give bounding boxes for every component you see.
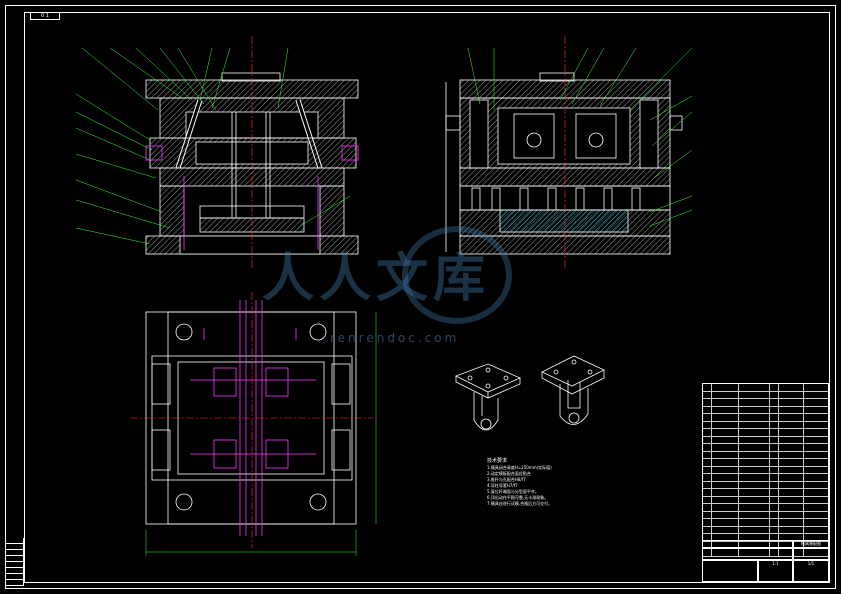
plan-view [130, 292, 377, 556]
drawing-inner-frame [24, 12, 830, 583]
title-block-name-cell [793, 548, 829, 560]
notes-title: 技术要求 [487, 458, 508, 464]
watermark-ring [402, 226, 512, 324]
iso-part-back [541, 355, 605, 425]
technical-requirements: 技术要求 1.模具闭合高度H=250mm(实际值) 2.动定模板配合面应贴合 3… [487, 458, 617, 507]
note-line: 1.模具闭合高度H=250mm(实际值) [487, 465, 552, 470]
front-section-view [75, 36, 359, 270]
scale-cell: 1:1 [758, 560, 793, 582]
note-line: 2.动定模板配合面应贴合 [487, 471, 531, 476]
title-block-approval-cell [702, 560, 758, 582]
title-block-header-row [702, 540, 793, 548]
sheet-code-cell: 1/1 [793, 560, 829, 582]
binding-strip-table [6, 538, 24, 586]
drawing-title: 模具装配图 [793, 540, 829, 548]
drawing-outer-frame [5, 5, 836, 589]
note-line: 5.复位杆端面与分型面平齐。 [487, 489, 539, 494]
note-line: 3.推杆与孔配合H8/f7 [487, 477, 526, 482]
title-block: 模具装配图 1:1 1/1 [702, 540, 829, 582]
watermark-brand: 人人文库 [262, 249, 491, 309]
drawing-number-box: 0 1 [30, 12, 60, 20]
note-line: 6.顶出动作平稳可靠,无卡滞现象。 [487, 495, 549, 500]
note-line: 4.导柱导套H7/f7 [487, 483, 518, 488]
watermark-url: renrendoc.com [330, 331, 460, 345]
note-line: 7.模具应进行试模,合格后方可交付。 [487, 501, 553, 506]
title-block-sign-row [702, 548, 793, 560]
iso-part-front [455, 363, 521, 431]
